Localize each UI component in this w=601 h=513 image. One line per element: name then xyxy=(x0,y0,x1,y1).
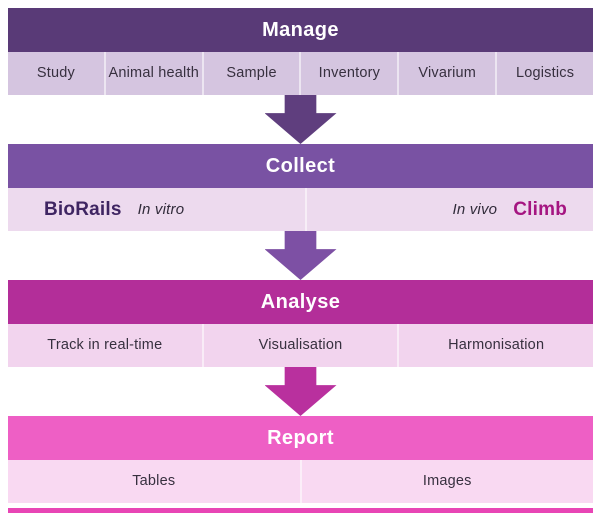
biorails-brand-label: BioRails xyxy=(44,198,122,220)
manage-item-study: Study xyxy=(36,65,75,82)
stage-analyse-title: Analyse xyxy=(260,290,341,313)
stage-report-title: Report xyxy=(267,426,334,449)
manage-item-vivarium: Vivarium xyxy=(397,52,495,95)
stage-manage-header: Manage xyxy=(8,8,593,52)
stage-report-header: Report xyxy=(8,416,593,460)
arrow-zone-manage-to-collect xyxy=(8,95,593,144)
collect-cell-in-vitro: BioRails In vitro xyxy=(8,188,305,231)
manage-item-animal-health: Animal health xyxy=(103,52,202,95)
stage-manage-row: Study Animal health Sample Inventory Viv… xyxy=(8,52,593,95)
down-arrow-icon xyxy=(264,231,337,280)
down-arrow-icon xyxy=(264,367,337,416)
bottom-accent-bar xyxy=(8,508,593,513)
stage-report: Report Tables Images xyxy=(8,416,593,503)
arrow-zone-collect-to-analyse xyxy=(8,231,593,280)
report-item-tables: Tables xyxy=(132,473,176,490)
stage-analyse-header: Analyse xyxy=(8,280,593,324)
stage-manage-title: Manage xyxy=(262,18,339,41)
analyse-item-track-real-time: Track in real-time xyxy=(47,337,163,354)
stage-report-row: Tables Images xyxy=(8,460,593,503)
stage-analyse: Analyse Track in real-time Visualisation… xyxy=(8,280,593,367)
stage-analyse-row: Track in real-time Visualisation Harmoni… xyxy=(8,324,593,367)
stage-collect: Collect BioRails In vitro In vivo Climb xyxy=(8,144,593,231)
stage-collect-title: Collect xyxy=(265,154,336,177)
manage-item-inventory: Inventory xyxy=(299,52,397,95)
stage-manage: Manage Study Animal health Sample Invent… xyxy=(8,8,593,95)
in-vivo-label: In vivo xyxy=(452,200,498,218)
stage-collect-row: BioRails In vitro In vivo Climb xyxy=(8,188,593,231)
collect-cell-in-vivo: In vivo Climb xyxy=(304,188,594,231)
manage-item-sample: Sample xyxy=(201,52,300,95)
analyse-item-harmonisation: Harmonisation xyxy=(397,324,593,367)
arrow-zone-analyse-to-report xyxy=(8,367,593,416)
report-item-images: Images xyxy=(299,460,594,503)
in-vitro-label: In vitro xyxy=(137,200,185,218)
climb-brand-label: Climb xyxy=(513,198,567,220)
manage-item-logistics: Logistics xyxy=(495,52,593,95)
down-arrow-icon xyxy=(264,95,337,144)
analyse-item-visualisation: Visualisation xyxy=(201,324,398,367)
stage-collect-header: Collect xyxy=(8,144,593,188)
